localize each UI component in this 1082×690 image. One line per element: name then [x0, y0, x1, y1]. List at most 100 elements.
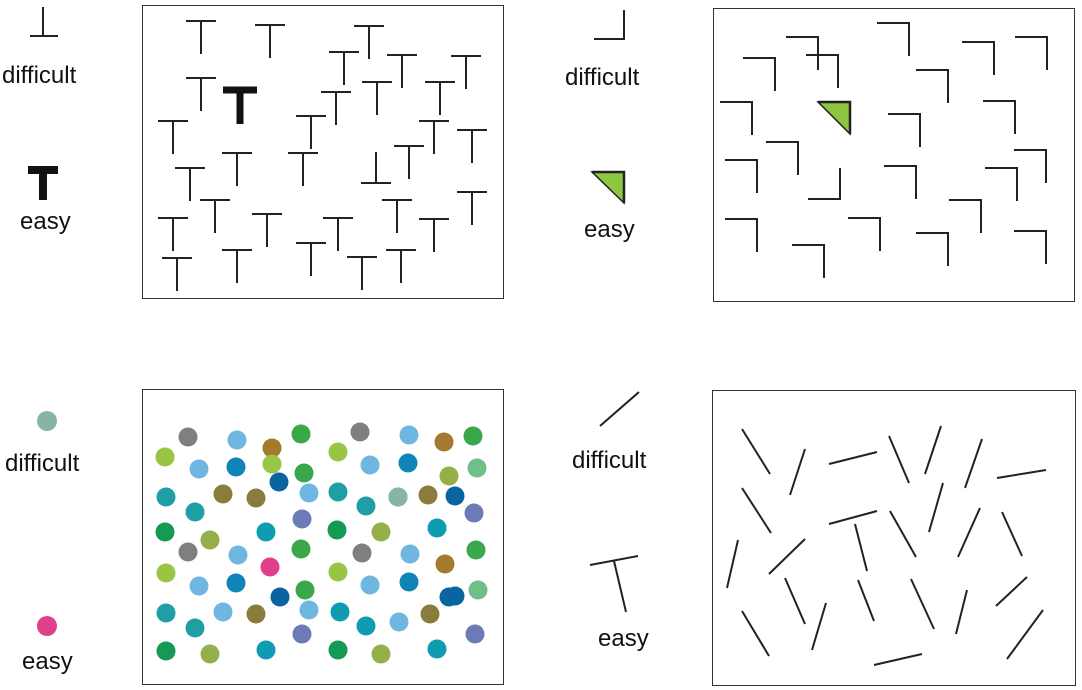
- t-distractor: [158, 120, 188, 154]
- oriented-line: [784, 577, 806, 625]
- corner-distractor: [916, 232, 949, 266]
- easy-label: easy: [22, 648, 73, 675]
- corner-distractor: [1014, 230, 1047, 264]
- t-distractor: [175, 167, 205, 201]
- color-dot: [328, 482, 348, 502]
- color-dot: [464, 503, 484, 523]
- easy-sample-junction-icon: [589, 555, 639, 613]
- color-dot: [226, 573, 246, 593]
- color-dot: [269, 472, 289, 492]
- color-dot: [213, 602, 233, 622]
- oriented-line: [726, 539, 739, 589]
- corner-distractor: [962, 41, 995, 75]
- difficult-label: difficult: [2, 62, 77, 89]
- color-dot: [292, 509, 312, 529]
- t-distractor: [252, 213, 282, 247]
- corner-distractor: [743, 57, 776, 91]
- corner-distractor: [884, 165, 917, 199]
- corner-distractor: [725, 218, 758, 252]
- oriented-line: [828, 451, 878, 465]
- color-dot: [445, 486, 465, 506]
- color-dot: [468, 580, 488, 600]
- oriented-line: [964, 438, 983, 489]
- oriented-line: [957, 507, 981, 558]
- color-dot: [371, 522, 391, 542]
- color-dot: [185, 502, 205, 522]
- t-distractor: [382, 199, 412, 233]
- color-dot: [418, 485, 438, 505]
- t-distractor: [200, 199, 230, 233]
- corner-distractor: [877, 22, 910, 56]
- t-distractor: [457, 191, 487, 225]
- search-panel-t: [142, 5, 504, 299]
- color-dot: [435, 554, 455, 574]
- color-dot: [292, 624, 312, 644]
- difficult-label: difficult: [565, 64, 640, 91]
- t-distractor: [457, 129, 487, 163]
- easy-label: easy: [584, 216, 635, 243]
- t-distractor: [394, 145, 424, 179]
- t-distractor: [296, 242, 326, 276]
- color-dot: [328, 562, 348, 582]
- color-dot: [246, 488, 266, 508]
- color-dot: [228, 545, 248, 565]
- difficult-sample-inverted-t-icon: [30, 7, 58, 37]
- mirrored-corner-item: [808, 168, 841, 200]
- oriented-line: [924, 425, 942, 475]
- color-dot: [427, 518, 447, 538]
- color-dot: [226, 457, 246, 477]
- color-dot: [465, 624, 485, 644]
- oriented-line: [888, 435, 910, 484]
- color-dot: [330, 602, 350, 622]
- corner-distractor: [949, 199, 982, 233]
- t-distractor: [387, 54, 417, 88]
- color-dot: [291, 424, 311, 444]
- oriented-line: [811, 602, 827, 651]
- corner-distractor: [1015, 36, 1048, 70]
- color-dot: [200, 530, 220, 550]
- corner-distractor: [848, 217, 881, 251]
- difficult-sample-corner-icon: [594, 10, 625, 40]
- color-dot: [189, 576, 209, 596]
- color-dot: [270, 587, 290, 607]
- difficult-sample-dot-icon: [37, 411, 57, 431]
- color-dot: [155, 522, 175, 542]
- color-dot: [434, 432, 454, 452]
- oriented-line: [789, 448, 806, 496]
- color-dot: [178, 542, 198, 562]
- t-distractor: [347, 256, 377, 290]
- corner-distractor: [766, 141, 799, 175]
- t-distractor: [255, 24, 285, 58]
- oriented-line: [910, 578, 935, 630]
- color-dot: [356, 616, 376, 636]
- oriented-line: [854, 523, 868, 572]
- t-distractor: [288, 152, 318, 186]
- easy-sample-dot-icon: [37, 616, 57, 636]
- t-distractor: [419, 120, 449, 154]
- color-dot: [350, 422, 370, 442]
- color-dot: [445, 586, 465, 606]
- easy-label: easy: [20, 208, 71, 235]
- corner-distractor: [983, 100, 1016, 134]
- easy-sample-green-corner-icon: [590, 170, 626, 205]
- bold-t-target: [223, 86, 257, 124]
- corner-distractor: [888, 113, 921, 147]
- easy-label: easy: [598, 625, 649, 652]
- color-dot: [466, 540, 486, 560]
- t-distractor: [451, 55, 481, 89]
- grey-green-dot-target: [388, 487, 408, 507]
- color-dot: [427, 639, 447, 659]
- oriented-line: [768, 538, 806, 575]
- color-dot: [213, 484, 233, 504]
- easy-sample-bold-t-icon: [28, 166, 58, 200]
- t-distractor: [186, 77, 216, 111]
- color-dot: [262, 438, 282, 458]
- oriented-line: [889, 510, 917, 558]
- oriented-line: [928, 482, 944, 533]
- t-distractor: [186, 20, 216, 54]
- oriented-line: [995, 576, 1028, 607]
- color-dot: [398, 453, 418, 473]
- difficult-label: difficult: [5, 450, 80, 477]
